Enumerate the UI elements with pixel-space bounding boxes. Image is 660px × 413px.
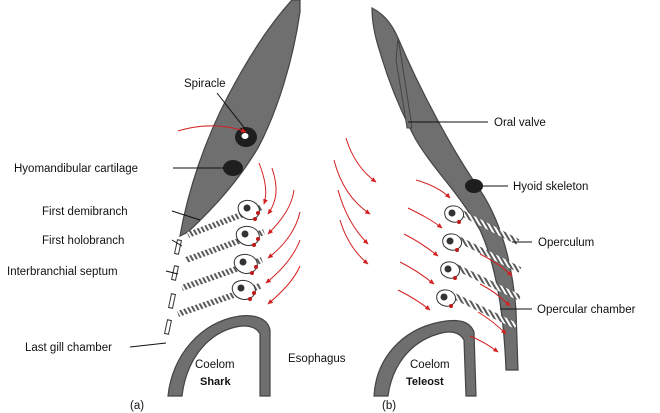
label-shark-title: Shark — [200, 376, 231, 388]
label-interbranchial-septum: Interbranchial septum — [7, 266, 118, 278]
label-teleost-coelom: Coelom — [410, 359, 450, 371]
label-spiracle: Spiracle — [184, 78, 226, 90]
hyoid-skeleton — [465, 179, 483, 193]
label-operculum: Operculum — [538, 237, 594, 249]
label-last-gill-chamber: Last gill chamber — [25, 342, 112, 354]
label-first-demibranch: First demibranch — [42, 206, 128, 218]
label-hyoid-skeleton: Hyoid skeleton — [513, 181, 588, 193]
hyomandibular-cartilage — [223, 160, 243, 176]
label-hyomandibular-cartilage: Hyomandibular cartilage — [14, 163, 138, 175]
label-esophagus: Esophagus — [288, 353, 346, 365]
label-panel-a: (a) — [130, 400, 144, 412]
shark-head-wall — [180, 0, 300, 236]
label-teleost-title: Teleost — [406, 376, 444, 388]
shark-gill-arches — [165, 200, 264, 334]
label-panel-b: (b) — [382, 400, 396, 412]
teleost-water-flow — [334, 138, 512, 352]
label-shark-coelom: Coelom — [195, 359, 235, 371]
label-first-holobranch: First holobranch — [42, 235, 124, 247]
label-opercular-chamber: Opercular chamber — [537, 304, 636, 316]
label-oral-valve: Oral valve — [494, 117, 546, 129]
